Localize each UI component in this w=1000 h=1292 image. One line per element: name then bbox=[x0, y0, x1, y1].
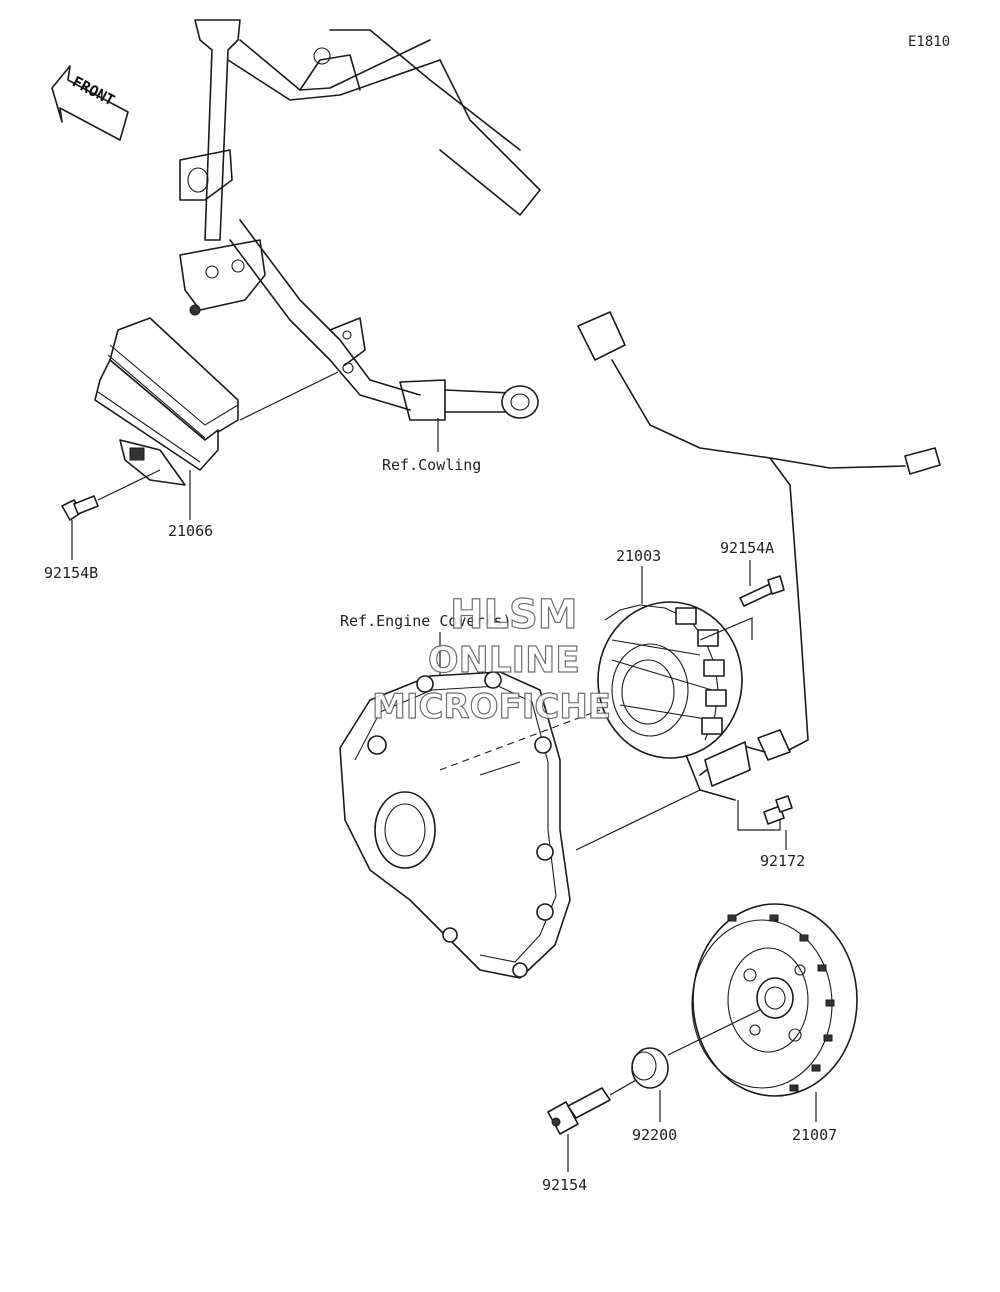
front-arrow-icon: FRONT bbox=[51, 65, 129, 141]
ref-engine-cover-label: Ref.Engine Cover(s) bbox=[340, 612, 512, 630]
part-92172-label: 92172 bbox=[760, 852, 805, 870]
leader-92154a-bracket bbox=[699, 617, 753, 641]
watermark-line3: MICROFICHE bbox=[372, 687, 611, 727]
watermark-line1: HLSM bbox=[450, 592, 578, 638]
diagram-code: E1810 bbox=[908, 34, 950, 50]
part-92154a-label: 92154A bbox=[720, 539, 774, 557]
part-21007-label: 21007 bbox=[792, 1126, 837, 1144]
part-92154b-label: 92154B bbox=[44, 564, 98, 582]
part-92200-label: 92200 bbox=[632, 1126, 677, 1144]
leader-21066-frame bbox=[239, 371, 339, 421]
leader-washer-rotor bbox=[667, 1009, 761, 1056]
bolt-92154b-icon bbox=[61, 495, 99, 521]
leader-92172-bracket bbox=[737, 800, 781, 831]
watermark-line2: ONLINE bbox=[428, 640, 580, 681]
bolt-92172-icon bbox=[763, 795, 793, 825]
washer-92200-icon bbox=[631, 1047, 669, 1089]
flywheel-rotor bbox=[691, 903, 858, 1097]
part-21003-label: 21003 bbox=[616, 547, 661, 565]
frame-assembly bbox=[179, 19, 541, 421]
bolt-92154-icon bbox=[547, 1087, 611, 1135]
leader-cover-stator bbox=[575, 789, 701, 851]
regulator-rectifier bbox=[94, 317, 239, 486]
part-21066-label: 21066 bbox=[168, 522, 213, 540]
wiring-harness bbox=[577, 311, 941, 801]
engine-cover bbox=[339, 671, 571, 979]
watermark: HLSM ONLINE MICROFICHE bbox=[371, 591, 611, 727]
ref-cowling-label: Ref.Cowling bbox=[382, 456, 481, 474]
axis-line-cover-stator bbox=[439, 709, 601, 771]
stator-coil bbox=[597, 601, 743, 759]
leader-bolt-washer bbox=[609, 1079, 637, 1096]
bolt-92154a-icon bbox=[739, 575, 785, 607]
part-92154-label: 92154 bbox=[542, 1176, 587, 1194]
leader-92154b bbox=[97, 469, 161, 501]
